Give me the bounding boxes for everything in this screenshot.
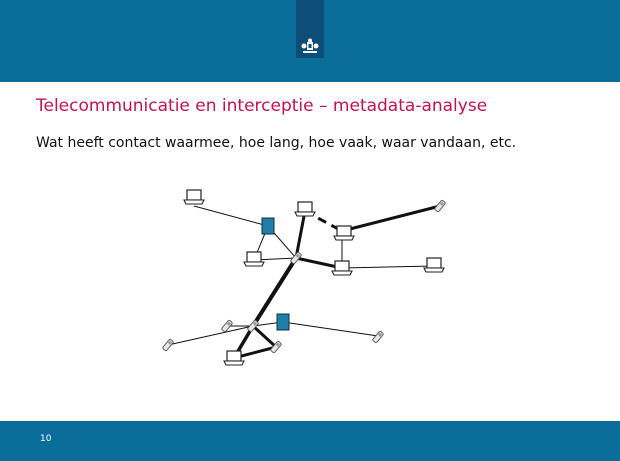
edge	[251, 324, 278, 349]
mobile-phone-icon	[371, 330, 385, 344]
edge	[167, 325, 254, 346]
edge	[251, 256, 298, 328]
slide-subtitle: Wat heeft contact waarmee, hoe lang, hoe…	[36, 135, 517, 151]
footer-bar	[0, 421, 620, 461]
edge	[193, 205, 269, 227]
edge	[295, 256, 343, 270]
hub-box-icon	[261, 217, 275, 235]
slide-title: Telecommunicatie en interceptie – metada…	[36, 96, 488, 116]
edge	[341, 204, 441, 233]
laptop-icon	[333, 225, 355, 241]
laptop-icon	[331, 260, 353, 276]
laptop-icon	[294, 201, 316, 217]
page-number: 10	[40, 434, 52, 444]
laptop-icon	[423, 257, 445, 273]
mobile-phone-icon	[161, 338, 175, 352]
edge	[341, 265, 435, 269]
edge	[294, 210, 307, 259]
laptop-icon	[223, 350, 245, 366]
laptop-icon	[183, 189, 205, 205]
edges	[167, 204, 441, 360]
hub-box-icon	[276, 313, 290, 331]
laptop-icon	[243, 251, 265, 267]
coat-of-arms-icon	[301, 38, 319, 53]
edge	[282, 321, 379, 337]
